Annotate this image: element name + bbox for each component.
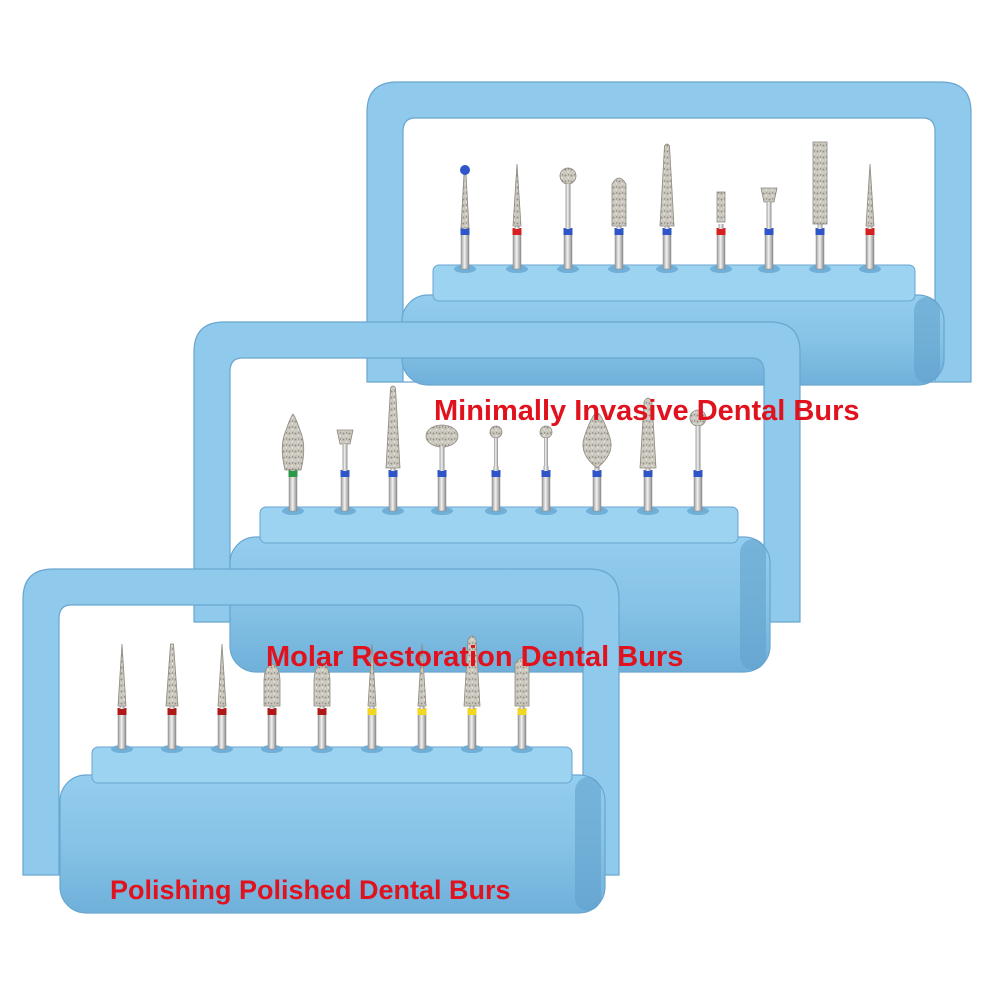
holder-minimally-invasive: [366, 81, 972, 386]
dental-bur: [506, 163, 528, 273]
dental-bur: [687, 409, 709, 515]
bur-block: [91, 746, 573, 784]
bur-color-band: [217, 708, 227, 715]
dental-bur: [281, 413, 305, 515]
bur-color-band: [517, 708, 527, 715]
bur-color-band: [417, 708, 427, 715]
bur-color-band: [460, 228, 470, 235]
dental-bur: [535, 425, 557, 515]
caption-minimally-invasive-burs: Minimally Invasive Dental Burs: [434, 395, 860, 427]
dental-bur: [411, 643, 433, 753]
dental-bur: [710, 191, 732, 273]
dental-bur: [758, 187, 780, 273]
dental-bur: [485, 425, 507, 515]
dental-bur: [425, 424, 459, 515]
dental-bur: [111, 643, 133, 753]
dental-bur: [859, 163, 881, 273]
dental-bur: [637, 397, 659, 515]
bur-color-band: [491, 470, 501, 477]
bur-color-band: [716, 228, 726, 235]
bur-color-band: [662, 228, 672, 235]
bur-color-band: [367, 708, 377, 715]
dental-bur: [809, 141, 831, 273]
bur-color-band: [388, 470, 398, 477]
dental-bur: [557, 167, 579, 273]
bur-color-band: [467, 708, 477, 715]
caption-polishing-burs: Polishing Polished Dental Burs: [110, 875, 511, 905]
bur-color-band: [541, 470, 551, 477]
dental-bur: [656, 143, 678, 273]
dental-bur: [382, 385, 404, 515]
bur-color-band: [614, 228, 624, 235]
bur-color-band: [512, 228, 522, 235]
holder-handle: [366, 81, 972, 383]
bur-color-band: [563, 228, 573, 235]
holder-polishing: [22, 568, 620, 914]
bur-color-band: [340, 470, 350, 477]
dental-bur: [511, 657, 533, 753]
bur-color-band: [592, 470, 602, 477]
dental-bur: [334, 429, 356, 515]
bur-color-band: [437, 470, 447, 477]
dental-bur: [608, 177, 630, 273]
dental-bur: [361, 643, 383, 753]
bur-color-band: [815, 228, 825, 235]
bur-color-band: [693, 470, 703, 477]
bur-color-band: [764, 228, 774, 235]
bur-color-band: [167, 708, 177, 715]
dental-bur: [582, 411, 612, 515]
bur-color-band: [317, 708, 327, 715]
bur-color-band: [865, 228, 875, 235]
dental-bur: [161, 643, 183, 753]
bur-color-band: [267, 708, 277, 715]
bur-block: [432, 264, 916, 302]
bur-color-band: [117, 708, 127, 715]
bur-color-band: [643, 470, 653, 477]
dental-bur: [311, 663, 333, 753]
caption-molar-restoration-burs: Molar Restoration Dental Burs: [266, 641, 684, 673]
dental-bur: [461, 635, 483, 753]
bur-color-band: [288, 470, 298, 477]
dental-bur: [454, 165, 476, 273]
dental-bur: [211, 643, 233, 753]
dental-bur: [261, 663, 283, 753]
